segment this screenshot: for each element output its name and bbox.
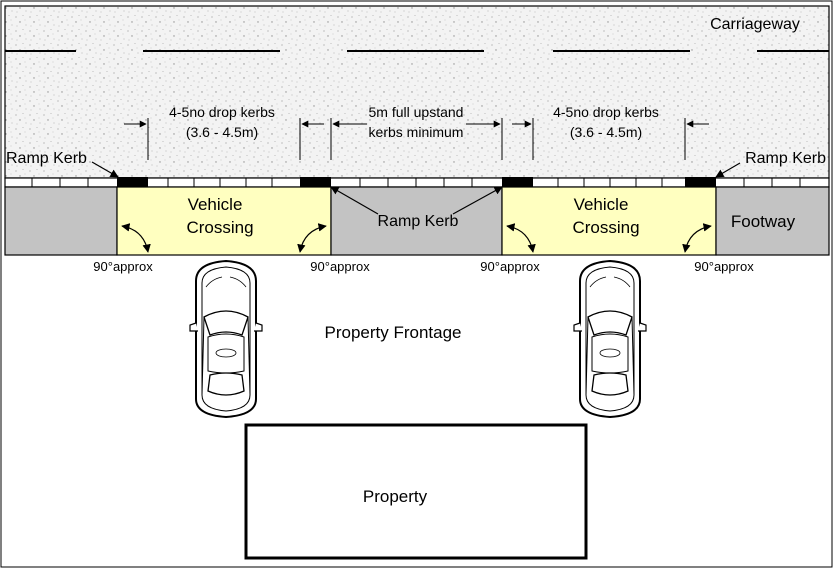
vehicle-crossing-left-line1: Vehicle (188, 195, 243, 214)
drop-kerbs-right-line1: 4-5no drop kerbs (553, 104, 659, 120)
angle-label-2: 90°approx (310, 259, 370, 274)
dimension-lines (124, 118, 709, 160)
angle-label-3: 90°approx (480, 259, 540, 274)
carriageway-label: Carriageway (710, 16, 800, 33)
car-left (189, 260, 263, 418)
drop-kerbs-left-line2: (3.6 - 4.5m) (186, 124, 258, 140)
drop-kerbs-right-line2: (3.6 - 4.5m) (570, 124, 642, 140)
vehicle-crossing-right-line1: Vehicle (574, 195, 629, 214)
angle-label-4: 90°approx (694, 259, 754, 274)
ramp-kerb-left-label: Ramp Kerb (6, 150, 87, 167)
angle-arcs (121, 223, 712, 253)
vehicle-crossing-left-line2: Crossing (186, 218, 253, 237)
property-frontage-label: Property Frontage (324, 323, 461, 342)
car-right (573, 260, 647, 418)
kerb-joints (31, 178, 801, 187)
vehicle-crossing-left (116, 186, 332, 256)
footway-left (4, 186, 118, 256)
drop-kerbs-left-line1: 4-5no drop kerbs (169, 104, 275, 120)
vehicle-crossing-right (501, 186, 717, 256)
angle-label-1: 90°approx (93, 259, 153, 274)
ramp-kerb-right-label: Ramp Kerb (745, 150, 826, 167)
footway-middle (330, 186, 503, 256)
upstand-kerbs-line1: 5m full upstand (369, 104, 464, 120)
carriageway-area (4, 5, 830, 179)
upstand-kerbs-line2: kerbs minimum (369, 124, 464, 140)
ramp-kerb-middle-label: Ramp Kerb (378, 213, 459, 230)
footway-label: Footway (731, 212, 796, 231)
ramp-kerb-leaders (91, 161, 741, 215)
vehicle-crossing-right-line2: Crossing (572, 218, 639, 237)
footway-right (715, 186, 830, 256)
property-label: Property (363, 487, 428, 506)
ramp-kerbs (117, 177, 716, 187)
property-building (244, 423, 588, 560)
